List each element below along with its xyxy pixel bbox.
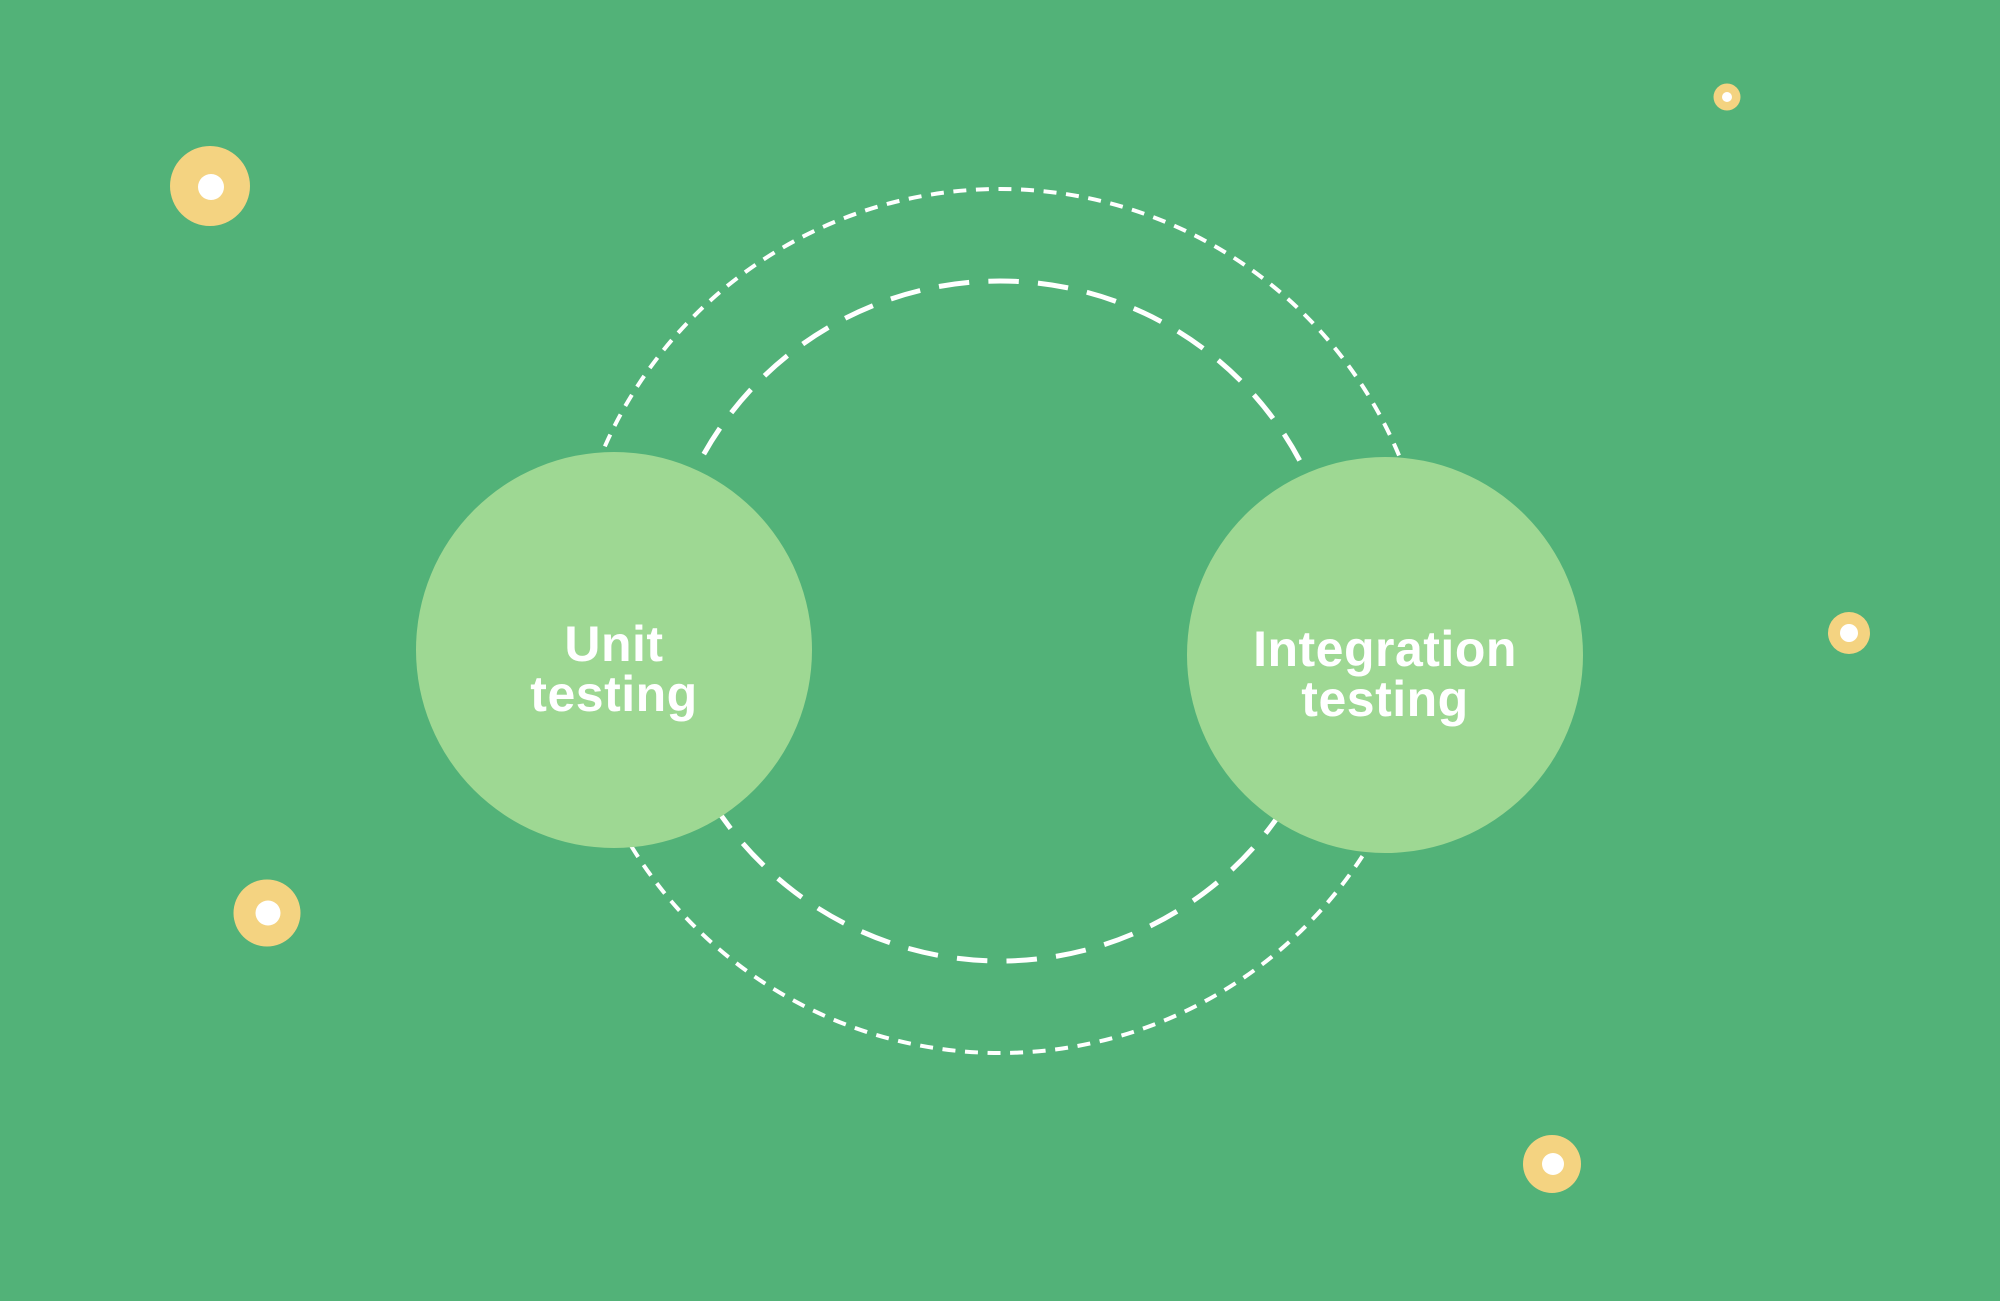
- dot-center-icon: [1840, 624, 1858, 642]
- dot-center-icon: [1542, 1153, 1564, 1175]
- dot-center-icon: [1722, 92, 1732, 102]
- decorative-dot-right: [1828, 612, 1870, 654]
- dot-center-icon: [255, 900, 281, 926]
- unit-testing-label-line1: Unit: [564, 616, 664, 672]
- integration-testing-circle: [1187, 457, 1583, 853]
- unit-testing-label: Unit testing: [416, 452, 812, 848]
- unit-testing-label-line2: testing: [530, 666, 698, 722]
- dot-center-icon: [198, 174, 224, 200]
- decorative-dot-bottom-right: [1523, 1135, 1581, 1193]
- unit-testing-circle: [416, 452, 812, 848]
- decorative-dot-top-left: [170, 146, 250, 226]
- decorative-dot-bottom-left: [233, 879, 301, 947]
- integration-testing-label: Integration testing: [1187, 457, 1583, 853]
- decorative-dot-top-right: [1713, 83, 1741, 111]
- integration-testing-label-line2: testing: [1301, 671, 1469, 727]
- integration-testing-label-line1: Integration: [1253, 621, 1517, 677]
